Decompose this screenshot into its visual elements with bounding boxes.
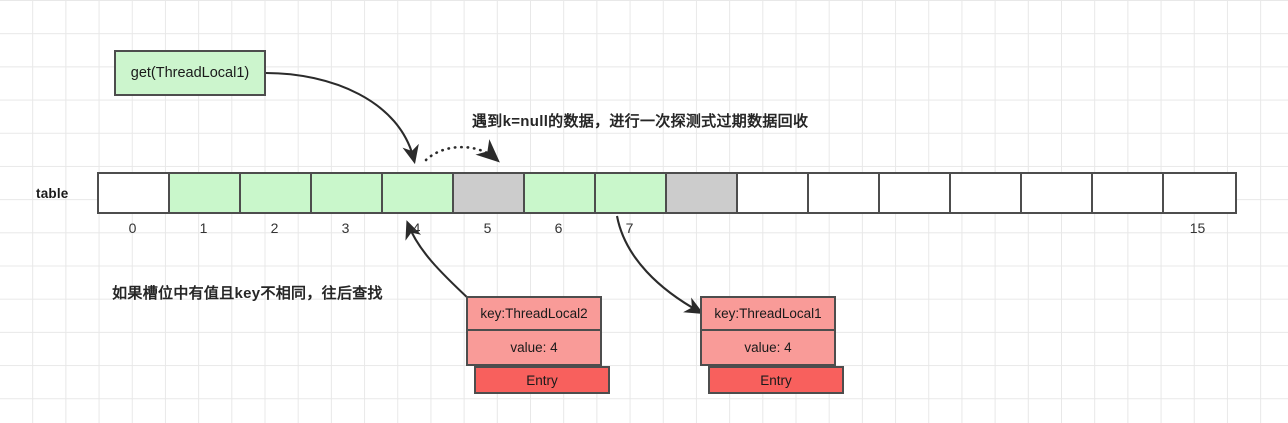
table-slot-15[interactable]	[1164, 174, 1235, 212]
table-index-1: 1	[199, 220, 208, 236]
entry-left-bar: Entry	[474, 366, 610, 394]
entry-left-card: key:ThreadLocal2 value: 4	[466, 296, 602, 366]
connector-slot4-to-slot5-probe	[424, 139, 500, 163]
table-slot-9[interactable]	[738, 174, 809, 212]
connector-get-to-slot4	[265, 71, 419, 165]
table-slot-3[interactable]	[312, 174, 383, 212]
entry-right-card: key:ThreadLocal1 value: 4	[700, 296, 836, 366]
table-label: table	[36, 186, 69, 201]
table-slot-4[interactable]	[383, 174, 454, 212]
table-slot-14[interactable]	[1093, 174, 1164, 212]
table-index-6: 6	[554, 220, 563, 236]
table-index-5: 5	[483, 220, 492, 236]
table-index-3: 3	[341, 220, 350, 236]
table-index-4: 4	[412, 220, 421, 236]
entry-card-right[interactable]: key:ThreadLocal1 value: 4 Entry	[700, 296, 844, 394]
entry-left-key: key:ThreadLocal2	[468, 298, 600, 331]
table-index-0: 0	[128, 220, 137, 236]
table-slot-1[interactable]	[170, 174, 241, 212]
get-call-box[interactable]: get(ThreadLocal1)	[114, 50, 266, 96]
table-index-labels: 0 1 2 3 4 5 6 7 15	[97, 220, 1233, 242]
get-call-label: get(ThreadLocal1)	[130, 65, 250, 81]
entry-left-value: value: 4	[510, 340, 558, 355]
connector-slot7-to-entry-right	[615, 215, 704, 315]
entry-card-left[interactable]: key:ThreadLocal2 value: 4 Entry	[466, 296, 610, 394]
table-slot-5[interactable]	[454, 174, 525, 212]
annotation-linear-probe: 如果槽位中有值且key不相同，往后查找	[112, 285, 383, 302]
table-index-15: 15	[1189, 220, 1206, 236]
table-slots	[97, 172, 1237, 214]
table-slot-12[interactable]	[951, 174, 1022, 212]
table-slot-13[interactable]	[1022, 174, 1093, 212]
entry-right-value: value: 4	[744, 340, 792, 355]
table-index-7: 7	[625, 220, 634, 236]
table-slot-2[interactable]	[241, 174, 312, 212]
annotation-stale-cleanup: 遇到k=null的数据，进行一次探测式过期数据回收	[472, 113, 809, 130]
table-slot-8[interactable]	[667, 174, 738, 212]
entry-right-key: key:ThreadLocal1	[702, 298, 834, 331]
table-slot-0[interactable]	[99, 174, 170, 212]
table-slot-11[interactable]	[880, 174, 951, 212]
table-slot-6[interactable]	[525, 174, 596, 212]
table-slot-7[interactable]	[596, 174, 667, 212]
table-slot-10[interactable]	[809, 174, 880, 212]
connector-entry-left-to-slot4	[405, 220, 471, 301]
table-index-2: 2	[270, 220, 279, 236]
entry-right-bar: Entry	[708, 366, 844, 394]
